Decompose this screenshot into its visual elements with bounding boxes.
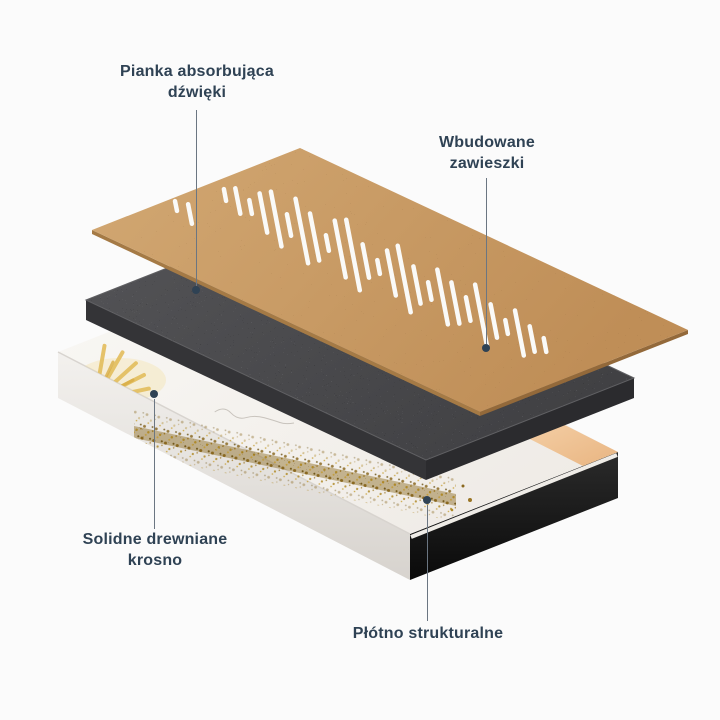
board-side-left — [92, 230, 480, 416]
callout-dot-foam — [192, 286, 200, 294]
callout-label-canvas: Płótno strukturalne — [353, 624, 503, 645]
callout-label-line: Pianka absorbująca — [120, 63, 274, 80]
callout-label-line: Wbudowane — [438, 134, 536, 151]
callout-label-foam: Pianka absorbująca dźwięki — [120, 62, 274, 104]
foam-side-left — [86, 300, 426, 480]
callout-dot-hangers — [482, 344, 490, 352]
callout-label-line: zawieszki — [449, 154, 525, 172]
callout-label-line: dźwięki — [167, 83, 227, 101]
callout-dot-frame — [150, 390, 158, 398]
foam-side-right — [426, 378, 634, 480]
back-board-layer — [92, 148, 688, 416]
canvas-edge-highlight — [410, 453, 618, 539]
callout-dot-canvas — [423, 496, 431, 504]
glitter-band — [134, 410, 472, 522]
callout-label-line: krosno — [127, 551, 183, 569]
soundwave-slots — [172, 186, 549, 358]
callout-label-line: Solidne drewniane — [82, 531, 228, 548]
callout-line-canvas — [427, 505, 428, 621]
artist-signature-squiggle — [214, 408, 295, 425]
board-side-right — [480, 330, 688, 416]
callout-line-frame — [154, 399, 155, 529]
callout-line-foam — [196, 110, 197, 286]
callout-label-line: Płótno strukturalne — [352, 625, 504, 642]
frame-side-right — [410, 452, 618, 580]
callout-label-frame: Solidne drewniane krosno — [83, 530, 228, 572]
callout-line-hangers — [486, 178, 487, 344]
callout-label-hangers: Wbudowane zawieszki — [439, 133, 535, 175]
